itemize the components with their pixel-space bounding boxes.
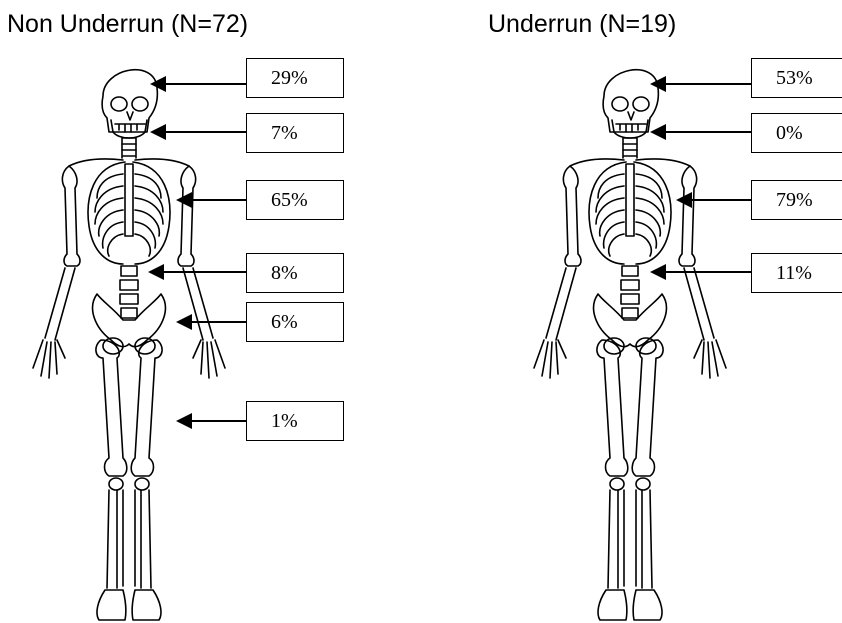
panel-non-underrun: Non Underrun (N=72) 29% 7% 65% 8% 6% 1%: [0, 0, 420, 623]
arrow-left-icon: [650, 264, 751, 280]
pct-box-pelvis: 6%: [246, 302, 344, 342]
skeleton-icon: [5, 58, 255, 623]
arrow-left-icon: [150, 124, 246, 140]
panel-title: Underrun (N=19): [488, 10, 676, 39]
arrow-left-icon: [676, 192, 751, 208]
pct-box-skull: 53%: [751, 58, 842, 98]
arrow-left-icon: [150, 76, 246, 92]
arrow-left-icon: [176, 413, 246, 429]
pct-box-chest: 79%: [751, 180, 842, 220]
panel-title: Non Underrun (N=72): [7, 10, 248, 39]
pct-box-abdomen: 11%: [751, 253, 842, 293]
pct-box-jaw: 0%: [751, 113, 842, 153]
skeleton-icon: [506, 58, 756, 623]
pct-box-jaw: 7%: [246, 113, 344, 153]
panel-underrun: Underrun (N=19) 53% 0% 79% 11%: [480, 0, 842, 623]
arrow-left-icon: [176, 314, 246, 330]
pct-box-legs: 1%: [246, 401, 344, 441]
pct-box-abdomen: 8%: [246, 253, 344, 293]
pct-box-chest: 65%: [246, 180, 344, 220]
arrow-left-icon: [176, 192, 246, 208]
pct-box-skull: 29%: [246, 58, 344, 98]
arrow-left-icon: [650, 124, 751, 140]
arrow-left-icon: [650, 76, 751, 92]
arrow-left-icon: [148, 264, 246, 280]
